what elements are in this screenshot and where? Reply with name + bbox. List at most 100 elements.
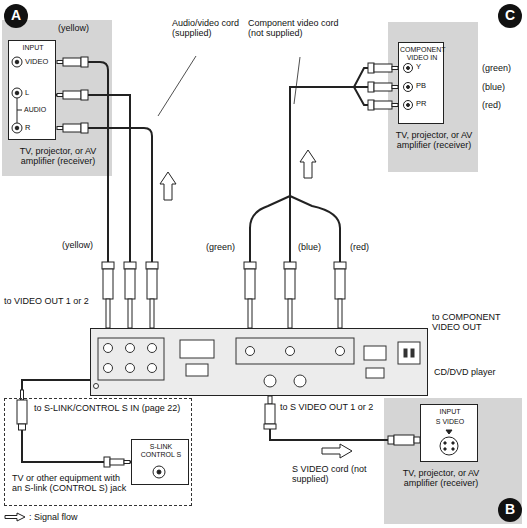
- callout-label: (green): [206, 242, 235, 252]
- player-panel-detail: [264, 375, 276, 387]
- jack: [444, 448, 446, 450]
- callout-label: (green): [482, 63, 511, 73]
- av-plug: [124, 262, 136, 269]
- player-panel-detail: [186, 364, 208, 376]
- player-body: CD/DVD player: [90, 328, 428, 396]
- av-plug: [81, 90, 88, 100]
- av-plug: [128, 299, 132, 328]
- s-link-plug: [17, 390, 130, 467]
- av-plug: [57, 61, 63, 64]
- device-name: CD/DVD player: [433, 367, 525, 377]
- shape-fill: [498, 4, 522, 28]
- shape-fill: [398, 42, 444, 124]
- tv-panel: AINPUTTV, projector, or AV amplifier (re…: [2, 20, 112, 176]
- component-plug: [368, 82, 374, 92]
- jack: [452, 442, 454, 444]
- cable: [88, 128, 152, 262]
- jack: [15, 60, 19, 64]
- jack: [12, 123, 22, 133]
- component-plug: [245, 269, 255, 299]
- badge-letter: B: [505, 502, 515, 518]
- player-panel-detail: [404, 349, 407, 357]
- jack: [404, 101, 413, 110]
- player-panel-detail: [126, 364, 135, 373]
- player-panel-detail: [366, 368, 384, 378]
- shape-fill: [388, 22, 478, 172]
- callout-label: (red): [350, 242, 369, 252]
- legend-text: : Signal flow: [29, 512, 78, 522]
- shape-fill: [420, 404, 478, 462]
- jack: [153, 466, 165, 478]
- player-panel-detail: [148, 364, 157, 373]
- callout-label: L: [25, 89, 29, 97]
- player-panel-detail: [398, 342, 420, 364]
- cable: [290, 196, 340, 262]
- player-panel-detail: [246, 347, 255, 356]
- shape-fill: [2, 20, 112, 176]
- jack: [15, 91, 19, 95]
- shape-fill: [4, 398, 192, 506]
- av-plug: [106, 299, 110, 328]
- s-video-plug: [265, 404, 275, 424]
- panel-heading: S-LINK CONTROL S: [132, 443, 190, 459]
- jack: [404, 64, 413, 73]
- s-link-plug: [17, 400, 27, 424]
- s-link-plug: [104, 457, 110, 467]
- component-plug: [374, 64, 392, 72]
- av-plug: [150, 299, 154, 328]
- player-panel-detail: [411, 349, 414, 357]
- jack: [12, 88, 22, 98]
- signal-flow-arrow: [300, 150, 316, 178]
- group-note: to S-LINK/CONTROL S IN (page 22): [33, 403, 185, 413]
- callout-label: to S VIDEO OUT 1 or 2: [280, 402, 390, 412]
- cord-label: Component video cord (not supplied): [248, 18, 340, 38]
- av-plug: [57, 127, 63, 130]
- badge: B: [498, 498, 522, 522]
- callout-label: (yellow): [62, 240, 93, 250]
- av-plug: [103, 269, 113, 299]
- cord-label: Audio/video cord (supplied): [172, 18, 242, 38]
- component-plug: [248, 299, 252, 328]
- player-panel-detail: [180, 340, 214, 358]
- cable: [270, 396, 420, 440]
- callout-label: VIDEO: [25, 58, 48, 66]
- component-plug: [285, 269, 295, 299]
- av-plug: [63, 58, 81, 66]
- jack: [407, 86, 410, 89]
- shape-fill: [498, 498, 522, 522]
- av-plug: [57, 57, 158, 328]
- callout-label: AUDIO: [24, 106, 46, 114]
- optional-group: S-LINK CONTROL S to S-LINK/CONTROL S IN (…: [4, 398, 192, 506]
- cable: [354, 68, 368, 87]
- panel-heading: S VIDEO: [421, 418, 479, 426]
- player-panel-detail: [294, 375, 306, 387]
- callout-label: (blue): [298, 242, 321, 252]
- jack: [12, 57, 458, 478]
- cord-label: S VIDEO cord (not supplied): [292, 464, 380, 484]
- component-plug: [374, 83, 392, 91]
- av-plug: [63, 91, 81, 99]
- component-plug: [288, 299, 292, 328]
- cable: [354, 87, 368, 105]
- callout-label: Y: [416, 63, 421, 71]
- av-plug: [125, 269, 135, 299]
- callout-label: to COMPONENT VIDEO OUT: [432, 312, 524, 332]
- badge-letter: C: [505, 8, 515, 24]
- component-plug: [244, 262, 256, 269]
- av-plug: [63, 124, 81, 132]
- s-video-plug: [268, 396, 272, 404]
- player-panel-detail: [98, 338, 164, 380]
- s-link-plug: [110, 459, 124, 465]
- leader-line: [294, 57, 300, 104]
- callout-label: (yellow): [58, 23, 89, 33]
- jack: [12, 57, 22, 67]
- s-video-plug: [264, 424, 276, 429]
- player-panel-detail: [148, 344, 157, 353]
- callout-label: to VIDEO OUT 1 or 2: [4, 296, 104, 306]
- s-video-plug: [394, 435, 414, 445]
- s-link-plug: [124, 461, 130, 464]
- input-panel: INPUT: [8, 40, 56, 140]
- player-panel-detail: [286, 347, 295, 356]
